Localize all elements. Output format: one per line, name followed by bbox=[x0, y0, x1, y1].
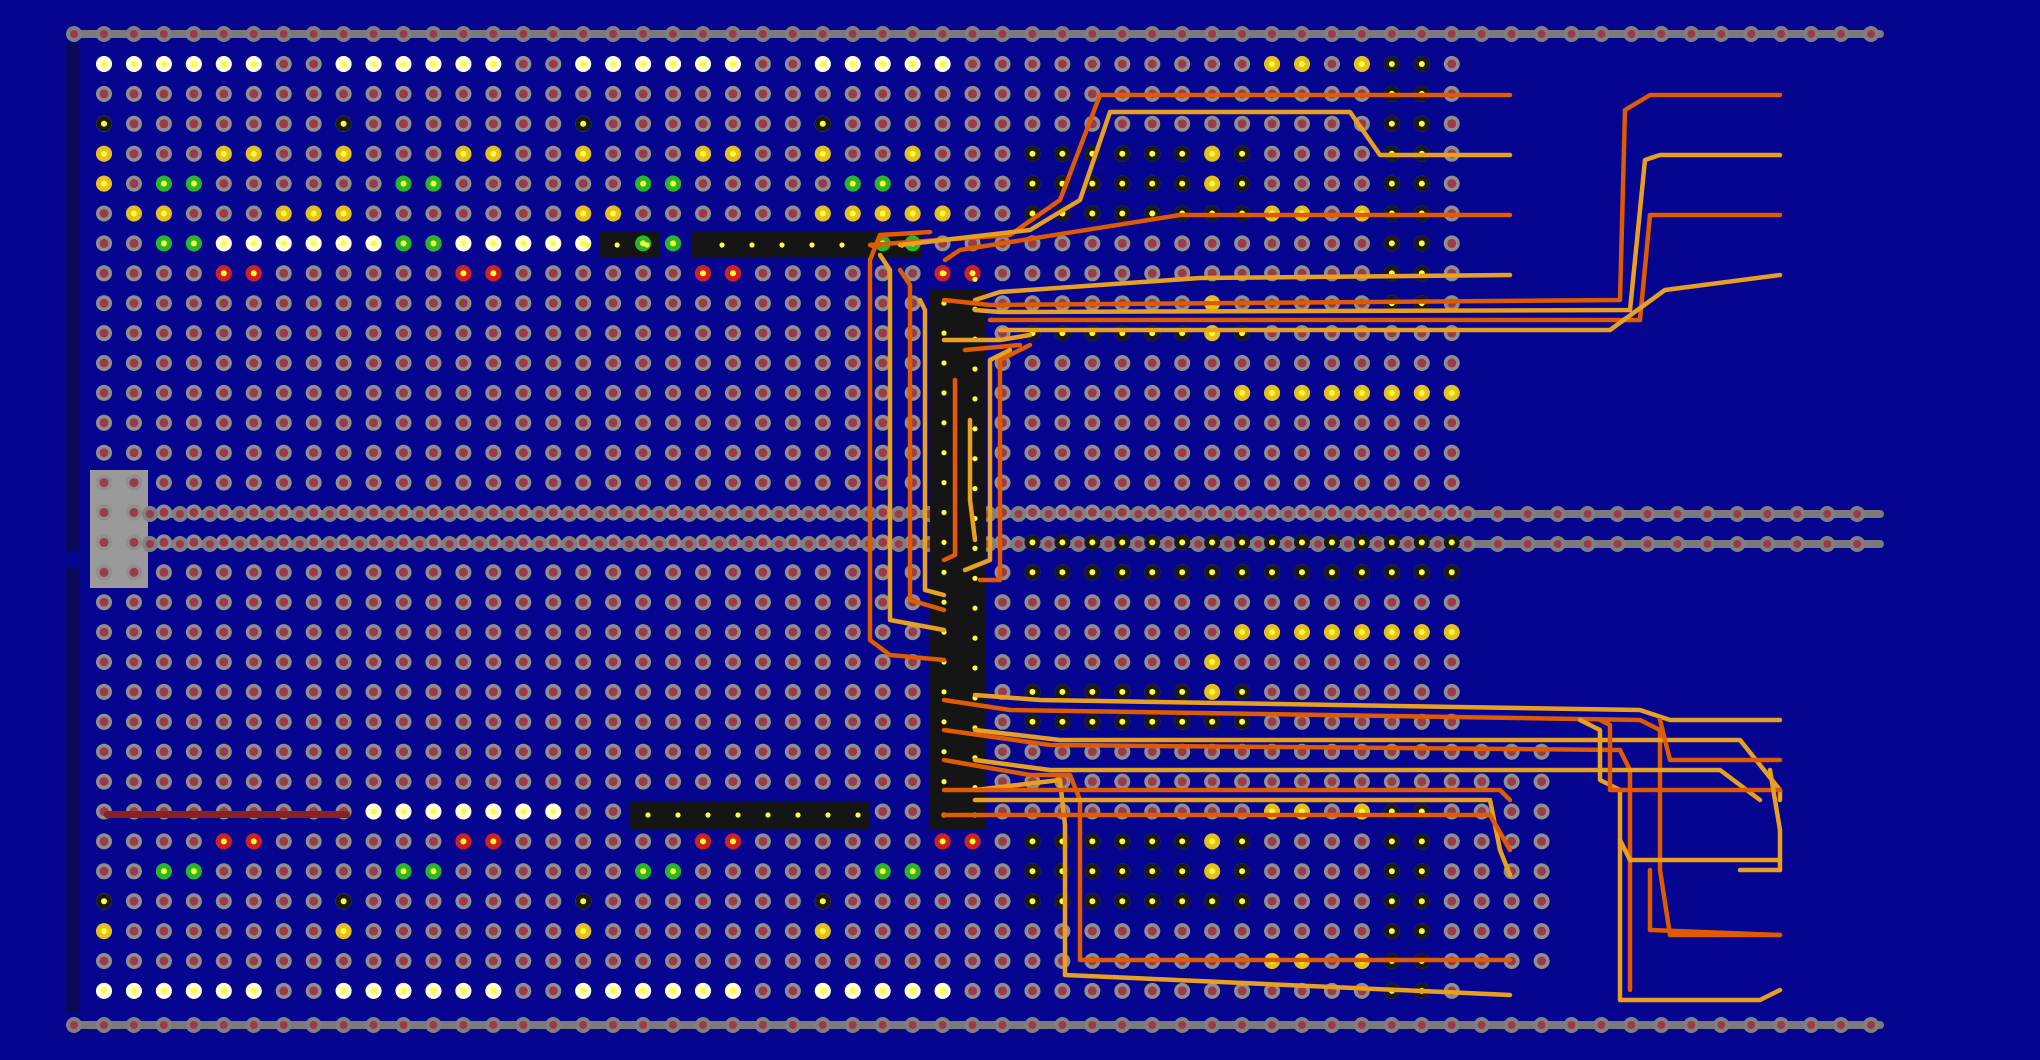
copper-trace bbox=[1617, 837, 1783, 863]
copper-trace bbox=[1597, 717, 1783, 793]
pin-icon bbox=[839, 242, 845, 248]
copper-trace bbox=[962, 347, 1013, 573]
copper-trace bbox=[941, 757, 1513, 963]
pin-icon bbox=[705, 812, 711, 818]
copper-trace bbox=[977, 342, 1033, 583]
pin-icon bbox=[972, 545, 978, 552]
pin-icon bbox=[972, 486, 978, 492]
copper-trace bbox=[962, 342, 1023, 353]
copper-trace bbox=[917, 297, 947, 598]
pin-icon bbox=[941, 480, 947, 486]
copper-trace bbox=[972, 777, 1513, 998]
pin-icon bbox=[941, 749, 947, 755]
pin-icon bbox=[972, 396, 978, 402]
pin-icon bbox=[735, 812, 741, 818]
pin-icon bbox=[972, 635, 978, 641]
copper-trace bbox=[941, 727, 1633, 993]
copper-trace bbox=[972, 797, 1513, 878]
pin-icon bbox=[644, 242, 650, 248]
pin-icon bbox=[779, 242, 785, 248]
pin-icon bbox=[972, 366, 978, 372]
copper-trace bbox=[942, 212, 1513, 263]
copper-trace bbox=[972, 152, 1783, 315]
pin-icon bbox=[809, 242, 815, 248]
copper-trace bbox=[941, 812, 1513, 853]
header-connector-icon bbox=[930, 290, 986, 830]
copper-trace bbox=[1657, 717, 1783, 763]
copper-trace bbox=[941, 92, 1783, 308]
pin-icon bbox=[972, 426, 978, 432]
pin-icon bbox=[645, 812, 651, 818]
copper-trace bbox=[941, 332, 1033, 343]
pin-icon bbox=[972, 456, 978, 462]
copper-trace bbox=[1767, 767, 1783, 873]
header-connector-icon bbox=[630, 801, 870, 829]
pin-icon bbox=[941, 420, 947, 426]
pin-icon bbox=[941, 270, 947, 276]
pin-icon bbox=[941, 450, 947, 456]
left-edge-strip bbox=[66, 44, 80, 552]
copper-trace bbox=[997, 272, 1783, 333]
header-connector-icon bbox=[600, 232, 660, 258]
pin-icon bbox=[941, 779, 947, 785]
copper-trace bbox=[972, 272, 1513, 303]
pin-icon bbox=[941, 509, 947, 516]
pin-icon bbox=[972, 276, 978, 282]
pin-icon bbox=[584, 242, 590, 248]
copper-trace bbox=[1647, 867, 1783, 938]
pin-icon bbox=[941, 330, 947, 336]
copper-trace bbox=[867, 229, 947, 663]
copper-trace bbox=[897, 267, 947, 613]
copper-trace bbox=[941, 377, 958, 563]
copper-trace bbox=[897, 109, 1513, 248]
pin-icon bbox=[675, 812, 681, 818]
pin-icon bbox=[855, 812, 861, 818]
pin-icon bbox=[941, 599, 947, 605]
copper-trace bbox=[972, 692, 1783, 723]
pin-icon bbox=[941, 360, 947, 366]
copper-trace bbox=[941, 787, 1513, 803]
pin-icon bbox=[941, 689, 947, 695]
copper-trace bbox=[967, 417, 978, 543]
component-pins bbox=[96, 56, 1460, 999]
copper-trace bbox=[877, 252, 947, 633]
resistor-component[interactable] bbox=[104, 811, 350, 818]
pin-icon bbox=[972, 665, 978, 671]
pin-icon bbox=[941, 390, 947, 396]
copper-trace bbox=[972, 727, 1783, 803]
pin-icon bbox=[614, 242, 620, 248]
pin-icon bbox=[941, 719, 947, 725]
pin-icon bbox=[795, 812, 801, 818]
pin-icon bbox=[941, 539, 947, 546]
pin-icon bbox=[825, 812, 831, 818]
resistor-body bbox=[104, 811, 350, 818]
pin-icon bbox=[941, 569, 947, 575]
pin-icon bbox=[972, 605, 978, 611]
copper-trace bbox=[987, 212, 1783, 323]
pin-icon bbox=[749, 242, 755, 248]
pin-icon bbox=[765, 812, 771, 818]
copper-trace bbox=[941, 697, 1783, 938]
copper-trace bbox=[972, 757, 1763, 803]
pin-icon bbox=[972, 575, 978, 581]
left-edge-strip bbox=[66, 568, 80, 1014]
pin-icon bbox=[719, 242, 725, 248]
copper-traces bbox=[867, 92, 1783, 1003]
